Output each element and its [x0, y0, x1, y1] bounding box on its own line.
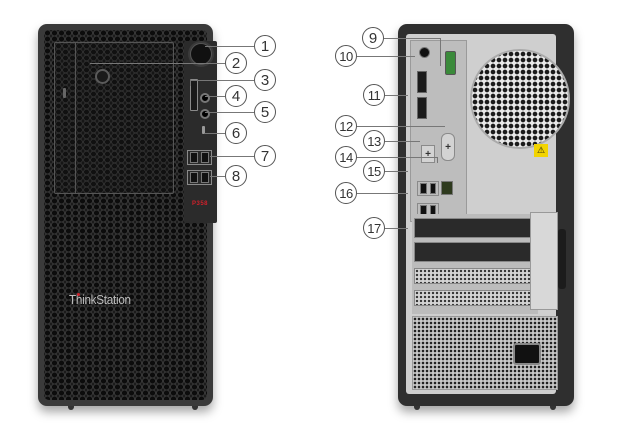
callout-1: 1	[254, 35, 276, 57]
callout-line-14-drop	[437, 157, 438, 163]
card-retention-bracket	[530, 212, 558, 310]
callout-12: 12	[335, 115, 357, 137]
callout-line-10	[357, 56, 415, 57]
front-io-panel: P358	[184, 41, 217, 223]
pci-slot-cover	[414, 268, 538, 284]
callout-line-11	[385, 95, 408, 96]
rear-fan-grille	[470, 49, 570, 149]
serial-port	[445, 51, 456, 75]
side-handle	[558, 229, 566, 289]
headset-jack	[200, 93, 210, 103]
front-mesh-grille: P358 ThinkStation	[44, 30, 217, 400]
usb-port	[190, 152, 198, 163]
power-button	[190, 43, 212, 65]
pci-slot-cover	[414, 290, 538, 306]
callout-line-12	[357, 126, 445, 127]
callout-2: 2	[225, 52, 247, 74]
callout-9: 9	[362, 27, 384, 49]
callout-17: 17	[363, 217, 385, 239]
callout-line-2	[90, 63, 225, 64]
microphone-jack	[200, 109, 210, 119]
expansion-slots	[412, 214, 538, 314]
callout-line-1	[205, 46, 254, 47]
callout-line-13	[385, 141, 420, 142]
callout-line-4	[205, 96, 225, 97]
callout-15: 15	[363, 160, 385, 182]
rear-io-plate: + +	[410, 40, 467, 222]
model-badge: P358	[192, 201, 209, 207]
bay-latch	[63, 88, 66, 98]
knockout-12: +	[441, 133, 455, 161]
rear-usb-group-upper	[417, 181, 439, 196]
displayport-2	[417, 97, 427, 119]
callout-8: 8	[225, 165, 247, 187]
rear-panel: + + ⚠	[406, 34, 570, 394]
callout-7: 7	[254, 145, 276, 167]
callout-10: 10	[335, 45, 357, 67]
callout-line-3	[190, 80, 254, 81]
usb-port-group-lower	[187, 170, 212, 185]
drive-eject-button	[95, 69, 110, 84]
rear-foot-right	[550, 406, 556, 410]
power-supply-grille	[412, 316, 558, 390]
graphics-card-bracket-2	[414, 242, 538, 262]
usb-c-port	[202, 126, 205, 134]
callout-13: 13	[363, 130, 385, 152]
ac-power-inlet	[513, 343, 541, 365]
usb-port	[420, 183, 427, 194]
logo-red-dot	[77, 293, 80, 296]
knockout-13: +	[421, 145, 435, 163]
callout-11: 11	[363, 84, 385, 106]
callout-16: 16	[335, 182, 357, 204]
callout-14: 14	[335, 146, 357, 168]
optical-drive-bay	[54, 42, 174, 194]
thinkstation-logo: ThinkStation	[69, 292, 131, 307]
usb-port	[429, 183, 436, 194]
front-foot-left	[68, 406, 74, 410]
callout-line-7	[210, 156, 254, 157]
callout-line-9	[384, 38, 440, 39]
callout-line-16	[357, 193, 408, 194]
callout-3: 3	[254, 69, 276, 91]
callout-line-5	[205, 112, 254, 113]
callout-5: 5	[254, 101, 276, 123]
rear-view-tower: + + ⚠	[398, 24, 574, 406]
rear-foot-left	[414, 406, 420, 410]
callout-line-3-drop	[190, 80, 191, 86]
displayport-1	[417, 71, 427, 93]
callout-4: 4	[225, 85, 247, 107]
ethernet-port	[441, 181, 453, 195]
usb-port	[190, 172, 198, 183]
bay-divider	[75, 43, 76, 193]
front-foot-right	[192, 406, 198, 410]
callout-line-6	[205, 133, 225, 134]
callout-6: 6	[225, 122, 247, 144]
callout-line-17	[385, 228, 408, 229]
graphics-card-bracket	[414, 218, 538, 238]
usb-port	[201, 152, 209, 163]
callout-line-15	[385, 171, 408, 172]
usb-port	[201, 172, 209, 183]
card-reader-slot	[190, 79, 198, 111]
callout-line-14	[357, 157, 437, 158]
line-out-jack	[419, 47, 430, 58]
front-view-tower: P358 ThinkStation	[38, 24, 217, 406]
callout-line-8	[210, 176, 225, 177]
warning-icon: ⚠	[534, 144, 548, 157]
usb-port-group-upper	[187, 150, 212, 165]
callout-line-9-drop	[440, 38, 441, 66]
